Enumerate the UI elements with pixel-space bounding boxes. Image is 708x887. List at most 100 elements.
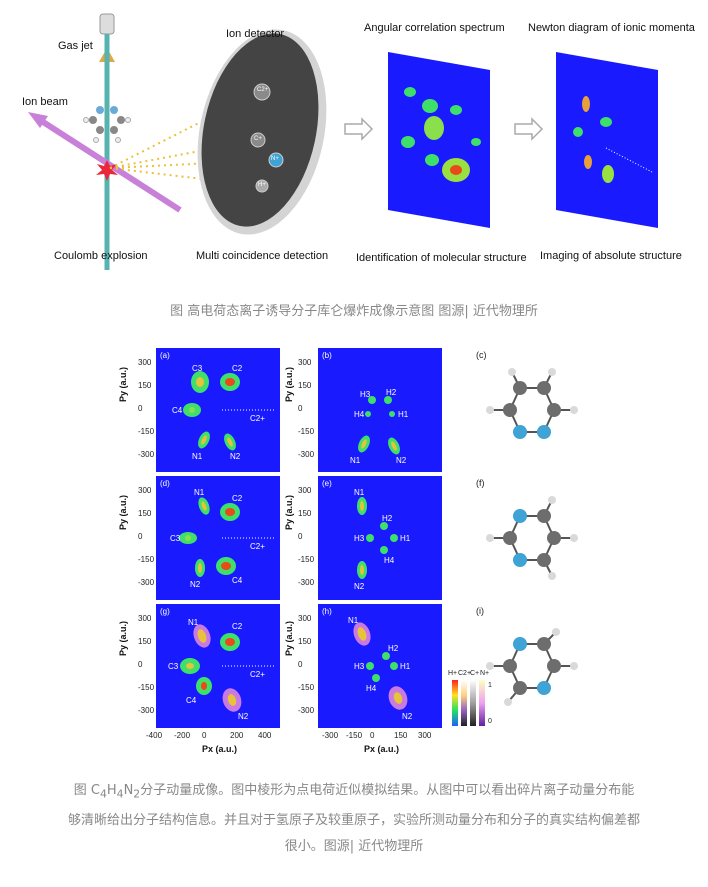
y-tick-left: 0 (138, 532, 143, 541)
y-tick-mid: 0 (298, 404, 303, 413)
ion-label-c2plus: C2+ (257, 87, 269, 93)
ion-beam-arrow (28, 112, 48, 128)
y-tick-mid: -150 (298, 683, 315, 692)
caption-2-line-1: 图 C4H4N2分子动量成像。图中棱形为点电荷近似模拟结果。从图中可以看出碎片离… (73, 783, 635, 801)
panel-b: (b) H3 H2 H4 H1 N1 N2 (318, 348, 442, 472)
colorbar-tick-0: 0 (488, 718, 492, 725)
angular-spectrum-blobs (401, 87, 481, 182)
panel-e: (e) N1 H2 H3 H1 H4 N2 (318, 476, 442, 600)
label-d-c4: C4 (232, 576, 243, 585)
panel-h-label: (h) (322, 607, 332, 616)
x-tick-left: 200 (230, 731, 244, 740)
label-g-n1: N1 (188, 618, 199, 627)
ion-detector-label: Ion detector (226, 28, 285, 40)
label-d-n2: N2 (190, 580, 201, 589)
x-tick-mid: 150 (394, 731, 408, 740)
coulomb-explosion-label: Coulomb explosion (54, 250, 148, 262)
caption-2-line-3: 很小。图源| 近代物理所 (284, 838, 424, 854)
y-tick-mid: 150 (298, 637, 312, 646)
y-tick-mid: 300 (298, 486, 312, 495)
x-tick-left: 400 (258, 731, 272, 740)
newton-diagram-label: Newton diagram of ionic momenta (528, 22, 695, 34)
label-e-h2: H2 (382, 514, 393, 523)
label-g-c2plus: C2+ (250, 670, 265, 679)
y-tick-left: -300 (138, 450, 155, 459)
ion-beam-label: Ion beam (22, 96, 68, 108)
caption-2-line-2: 够清晰给出分子结构信息。并且对于氢原子及较重原子，实验所测动量分布和分子的真实结… (67, 812, 640, 828)
panel-i-label: (i) (476, 606, 484, 616)
label-a-c4: C4 (172, 406, 183, 415)
multi-coincidence-label: Multi coincidence detection (196, 250, 329, 262)
y-tick-left: 0 (138, 660, 143, 669)
arrow-right-icon (344, 117, 374, 141)
panel-g: (g) N1 C2 C3 C2+ C4 N2 (156, 604, 280, 728)
label-b-n2: N2 (396, 456, 407, 465)
y-tick-left: -150 (138, 683, 155, 692)
label-e-h3: H3 (354, 534, 365, 543)
panel-c-label: (c) (476, 350, 487, 360)
label-h-h2: H2 (388, 644, 399, 653)
identification-label: Identification of molecular structure (356, 252, 527, 264)
x-tick-mid: 0 (370, 731, 375, 740)
gas-jet-nozzle (99, 13, 115, 35)
panel-c: (c) (470, 348, 590, 472)
label-a-n1: N1 (192, 452, 203, 461)
label-h-h4: H4 (366, 684, 377, 693)
x-axis-label-mid: Px (a.u.) (364, 744, 400, 754)
label-h-h3: H3 (354, 662, 365, 671)
colorbar-label-n: N+ (480, 670, 490, 677)
label-g-c3: C3 (168, 662, 179, 671)
ion-detector-disc (201, 33, 319, 227)
ion-label-nplus: N+ (271, 156, 279, 162)
ion-beam (38, 117, 182, 213)
label-a-c3: C3 (192, 364, 203, 373)
panel-b-label: (b) (322, 351, 332, 360)
y-axis-label-mid-row3: Py (a.u.) (284, 620, 294, 656)
arrow-right-icon-2 (514, 117, 544, 141)
label-h-n2: N2 (402, 712, 413, 721)
y-tick-mid: 300 (298, 358, 312, 367)
y-tick-mid: 0 (298, 532, 303, 541)
y-tick-left: 150 (138, 509, 152, 518)
panel-h: (h) N1 H2 H3 H1 H4 N2 (318, 604, 442, 728)
label-a-c2plus: C2+ (250, 414, 265, 423)
top-schematic: Gas jet Ion beam Ion detector Angular co… (0, 0, 708, 290)
y-tick-mid: 0 (298, 660, 303, 669)
label-b-n1: N1 (350, 456, 361, 465)
label-b-h3: H3 (360, 390, 371, 399)
panel-d-label: (d) (160, 479, 170, 488)
x-tick-left: 0 (202, 731, 207, 740)
caption-2: 图 C4H4N2分子动量成像。图中棱形为点电荷近似模拟结果。从图中可以看出碎片离… (20, 778, 688, 860)
y-tick-left: 300 (138, 614, 152, 623)
x-tick-left: -200 (174, 731, 191, 740)
panel-e-label: (e) (322, 479, 332, 488)
colorbar-label-c: C+ (470, 670, 480, 677)
y-tick-left: -300 (138, 578, 155, 587)
gas-jet-label: Gas jet (58, 40, 93, 52)
x-tick-mid: 300 (418, 731, 432, 740)
label-g-c4: C4 (186, 696, 197, 705)
colorbar-label-h: H+ (448, 670, 458, 677)
y-axis-label-row1: Py (a.u.) (118, 366, 128, 402)
y-tick-mid: -300 (298, 578, 315, 587)
caption-1: 图 高电荷态离子诱导分子库仑爆炸成像示意图 图源| 近代物理所 (170, 304, 538, 319)
y-axis-label-row2: Py (a.u.) (118, 494, 128, 530)
panel-i: (i) (470, 604, 590, 728)
imaging-label: Imaging of absolute structure (540, 250, 682, 262)
y-tick-mid: -300 (298, 706, 315, 715)
label-e-h1: H1 (400, 534, 411, 543)
y-tick-mid: 150 (298, 509, 312, 518)
label-g-n2: N2 (238, 712, 249, 721)
x-axis-label-left: Px (a.u.) (202, 744, 238, 754)
label-d-c3: C3 (170, 534, 181, 543)
y-axis-label-mid-row1: Py (a.u.) (284, 366, 294, 402)
label-d-c2: C2 (232, 494, 243, 503)
y-tick-left: 300 (138, 486, 152, 495)
panel-f-label: (f) (476, 478, 485, 488)
panel-d: (d) N1 C2 C3 C2+ N2 C4 (156, 476, 280, 600)
label-d-n1: N1 (194, 488, 205, 497)
y-axis-label-row3: Py (a.u.) (118, 620, 128, 656)
panel-g-label: (g) (160, 607, 170, 616)
y-tick-mid: 150 (298, 381, 312, 390)
y-tick-mid: 300 (298, 614, 312, 623)
